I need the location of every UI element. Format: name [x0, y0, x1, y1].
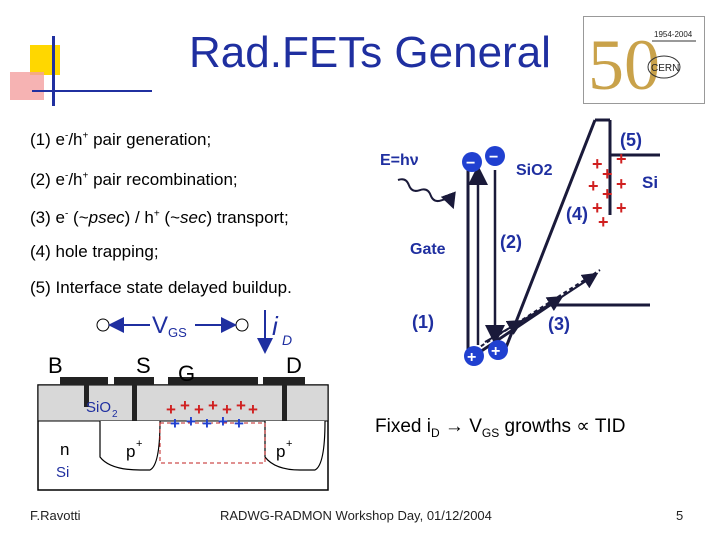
energy-label: E=hν — [380, 152, 419, 169]
logo-org: CERN — [651, 63, 679, 74]
si-region-label: Si — [56, 464, 69, 481]
hole-2 — [488, 340, 508, 360]
decor-red-square — [10, 72, 44, 100]
svg-text:+: + — [598, 212, 609, 232]
list-item-2: (2) e-/h+ pair recombination; — [30, 170, 238, 189]
mosfet-cross-section: V GS i D B S G D SiO 2 + + + + + + + + +… — [37, 310, 329, 491]
oxide-trapped-charges: + + + + + + + + + + + + — [166, 396, 258, 433]
svg-text:+: + — [202, 414, 212, 433]
svg-text:−: − — [489, 149, 498, 166]
list-item-5: (5) Interface state delayed buildup. — [30, 278, 292, 297]
band-diagram: − − + + + + + + + + + + + E=hν SiO2 Si G… — [380, 118, 660, 366]
vgs-terminal-right — [235, 318, 249, 332]
step-label-2: (2) — [500, 232, 522, 252]
terminal-g: G — [178, 361, 195, 386]
list-item-4: (4) hole trapping; — [30, 242, 159, 261]
list-item-1: (1) e-/h+ pair generation; — [30, 130, 212, 149]
terminal-d: D — [286, 353, 302, 378]
terminal-b: B — [48, 353, 63, 378]
decor-blue-vline — [52, 36, 55, 106]
svg-text:+: + — [222, 400, 232, 419]
step-label-3: (3) — [548, 314, 570, 334]
svg-text:+: + — [136, 438, 142, 450]
page-title: Rad.FETs General — [189, 28, 551, 77]
svg-text:+: + — [248, 400, 258, 419]
logo-number: 50 — [588, 25, 660, 103]
svg-text:+: + — [194, 400, 204, 419]
svg-text:+: + — [491, 343, 500, 360]
vgs-label: V — [152, 312, 168, 339]
svg-text:−: − — [466, 155, 475, 172]
bulk-contact — [60, 377, 108, 385]
electron-2 — [485, 146, 505, 166]
svg-text:+: + — [616, 149, 627, 169]
electron-1 — [462, 152, 482, 172]
oxide-text: SiO — [86, 399, 111, 416]
p-plus-right-label: p — [276, 442, 285, 461]
svg-text:+: + — [234, 414, 244, 433]
fixed-id-note: Fixed iD → VGS growths ∝ TID — [375, 416, 626, 440]
channel-region — [159, 422, 266, 464]
svg-text:+: + — [588, 176, 599, 196]
source-contact — [114, 377, 154, 385]
svg-text:+: + — [592, 154, 603, 174]
svg-text:GS: GS — [168, 325, 187, 340]
decor-yellow-square — [30, 45, 60, 75]
footer-event: RADWG-RADMON Workshop Day, 01/12/2004 — [220, 508, 492, 523]
drain-contact — [263, 377, 305, 385]
oxide-diagonal-edge — [503, 119, 597, 351]
svg-text:+: + — [602, 164, 613, 184]
decor-blue-hline — [32, 90, 152, 92]
svg-text:+: + — [180, 396, 190, 415]
step-label-4: (4) — [566, 204, 588, 224]
svg-text:+: + — [616, 198, 627, 218]
svg-text:+: + — [592, 198, 603, 218]
list-item-3: (3) e- (~psec) / h+ (~sec) transport; — [30, 208, 289, 227]
p-plus-left-label: p — [126, 442, 135, 461]
svg-text:+: + — [236, 396, 246, 415]
cern-50-logo-graphic: 50 CERN 1954-2004 — [588, 25, 696, 105]
logo-years: 1954-2004 — [654, 30, 693, 39]
n-region-label: n — [60, 440, 69, 459]
vgs-terminal-left — [96, 318, 110, 332]
svg-text:+: + — [218, 412, 228, 431]
svg-text:+: + — [186, 412, 196, 431]
hole-1 — [464, 346, 484, 366]
oxide-label: SiO2 — [516, 162, 553, 179]
cern-50-logo: 50 CERN 1954-2004 — [583, 16, 705, 105]
p-plus-right-well — [264, 420, 326, 471]
footer-author: F.Ravotti — [30, 508, 81, 523]
step-label-1: (1) — [412, 312, 434, 332]
svg-text:+: + — [166, 400, 176, 419]
gate-electrode — [168, 377, 258, 385]
gate-label: Gate — [410, 241, 446, 258]
svg-text:+: + — [286, 438, 292, 450]
id-label: i — [272, 311, 279, 341]
page-number: 5 — [676, 508, 684, 523]
svg-text:+: + — [208, 396, 218, 415]
svg-text:+: + — [616, 174, 627, 194]
svg-text:+: + — [467, 349, 476, 366]
photon-wave — [397, 178, 456, 210]
svg-text:+: + — [602, 184, 613, 204]
si-label: Si — [642, 173, 658, 192]
terminal-s: S — [136, 353, 151, 378]
svg-text:D: D — [282, 332, 292, 348]
svg-text:+: + — [170, 414, 180, 433]
step-label-5: (5) — [620, 130, 642, 150]
svg-text:2: 2 — [112, 409, 118, 420]
trapped-holes: + + + + + + + + + — [588, 149, 627, 232]
p-plus-left-well — [99, 420, 161, 471]
